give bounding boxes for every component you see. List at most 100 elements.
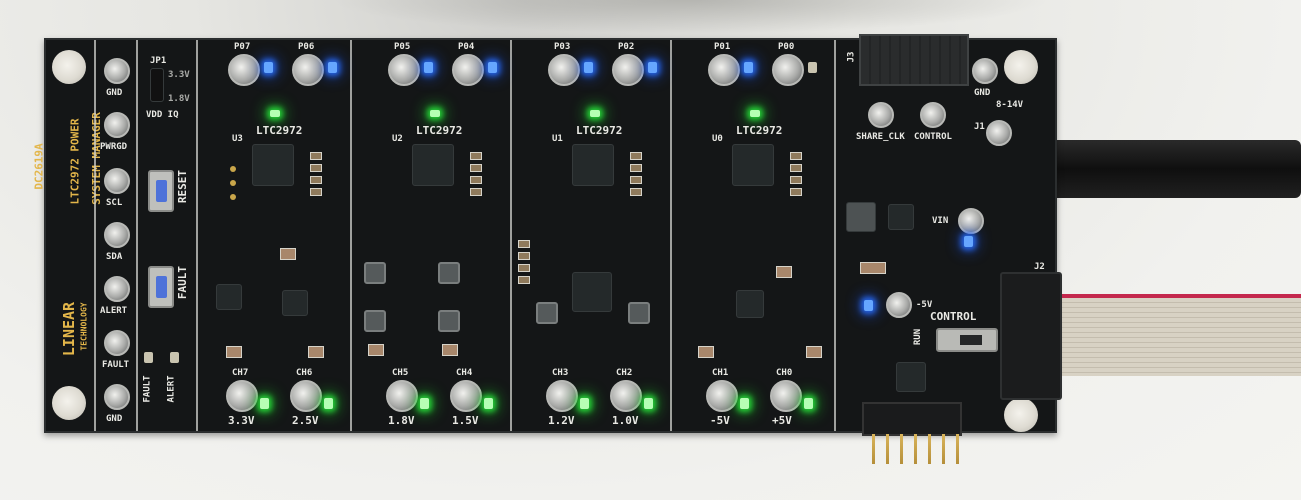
- channel-test-point-ch1: [706, 380, 738, 412]
- channel-voltage: 2.5V: [292, 414, 319, 427]
- capacitor: [308, 346, 324, 358]
- channel-test-point-ch5: [386, 380, 418, 412]
- capacitor: [470, 164, 482, 172]
- capacitor: [630, 188, 642, 196]
- vin-led: [964, 236, 973, 247]
- capacitor: [630, 164, 642, 172]
- inductor: [438, 310, 460, 332]
- channel-test-point-ch3: [546, 380, 578, 412]
- test-point-vin: [958, 208, 984, 234]
- pwm-led-p00: [808, 62, 817, 73]
- capacitor: [368, 344, 384, 356]
- ltc2972-chip-u0: [732, 144, 774, 186]
- capacitor: [790, 164, 802, 172]
- capacitor: [442, 344, 458, 356]
- fault-button[interactable]: [148, 266, 174, 308]
- channel-led-ch2: [644, 398, 653, 409]
- ribbon-idc-connector: [1000, 272, 1062, 400]
- linear-logo: LINEAR: [60, 302, 78, 356]
- regulator-ic: [846, 202, 876, 232]
- header-ref: J3: [846, 51, 857, 63]
- pcb-board: DC2619A LTC2972 POWER SYSTEM MANAGER LIN…: [33, 38, 1057, 433]
- programming-pin-header: [862, 402, 962, 436]
- divider: [196, 40, 198, 431]
- power-led-u2: [430, 110, 440, 117]
- capacitor: [470, 188, 482, 196]
- test-point-alert: [104, 276, 130, 302]
- neg5v-label: -5V: [916, 300, 933, 310]
- chip-part-label: LTC2972: [736, 124, 783, 137]
- pwm-test-point-p01: [708, 54, 740, 86]
- test-point-fault: [104, 330, 130, 356]
- input-range-label: 8-14V: [996, 100, 1024, 110]
- resistor: [518, 276, 530, 284]
- capacitor: [790, 176, 802, 184]
- channel-led-ch5: [420, 398, 429, 409]
- inductor: [364, 262, 386, 284]
- header-pin: [956, 434, 959, 464]
- pwm-test-point-p02: [612, 54, 644, 86]
- capacitor: [470, 176, 482, 184]
- capacitor: [310, 176, 322, 184]
- alert-led: [170, 352, 179, 363]
- pad: [230, 180, 236, 186]
- mounting-hole: [1004, 50, 1038, 84]
- channel-label: CH1: [712, 368, 729, 378]
- divider: [670, 40, 672, 431]
- channel-test-point-ch4: [450, 380, 482, 412]
- pwm-label: P07: [234, 42, 251, 52]
- capacitor: [698, 346, 714, 358]
- pwm-test-point-p07: [228, 54, 260, 86]
- channel-led-ch7: [260, 398, 269, 409]
- jumper-opt-low: 1.8V: [168, 94, 190, 104]
- channel-test-point-ch2: [610, 380, 642, 412]
- pwm-led-p05: [424, 62, 433, 73]
- test-point-pwrgd: [104, 112, 130, 138]
- inductor: [438, 262, 460, 284]
- header-connector-j3: [859, 34, 969, 86]
- pwm-led-p02: [648, 62, 657, 73]
- channel-label: CH4: [456, 368, 473, 378]
- pad: [230, 166, 236, 172]
- ribbon-connector-ref: J2: [1034, 262, 1045, 272]
- test-point-gnd-right: [972, 58, 998, 84]
- ltc2972-chip-u3: [252, 144, 294, 186]
- header-pin: [942, 434, 945, 464]
- channel-label: CH0: [776, 368, 793, 378]
- fault-button-cap: [156, 276, 167, 298]
- dc-power-cable: [1010, 140, 1301, 198]
- board-id-label: DC2619A: [32, 143, 46, 190]
- inductor: [536, 302, 558, 324]
- chip-ref: U0: [712, 134, 723, 144]
- capacitor: [776, 266, 792, 278]
- capacitor: [310, 164, 322, 172]
- divider: [350, 40, 352, 431]
- pwm-led-p01: [744, 62, 753, 73]
- header-pin: [886, 434, 889, 464]
- capacitor: [310, 188, 322, 196]
- capacitor: [310, 152, 322, 160]
- pwm-led-p07: [264, 62, 273, 73]
- header-pin: [928, 434, 931, 464]
- pad: [230, 194, 236, 200]
- pwm-label: P03: [554, 42, 571, 52]
- run-control-switch[interactable]: [936, 328, 998, 352]
- channel-led-ch0: [804, 398, 813, 409]
- test-point-j1: [986, 120, 1012, 146]
- chip-ref: U3: [232, 134, 243, 144]
- control-tp-label: CONTROL: [914, 132, 952, 142]
- reset-button[interactable]: [148, 170, 174, 212]
- divider: [510, 40, 512, 431]
- tp-label: GND: [106, 414, 123, 424]
- control-ic: [896, 362, 926, 392]
- resistor: [518, 240, 530, 248]
- pwm-test-point-p00: [772, 54, 804, 86]
- ltc2972-chip-u1: [572, 144, 614, 186]
- tp-label: PWRGD: [100, 142, 128, 152]
- channel-test-point-ch0: [770, 380, 802, 412]
- channel-led-ch3: [580, 398, 589, 409]
- channel-label: CH3: [552, 368, 569, 378]
- test-point-scl: [104, 168, 130, 194]
- board-title-line1: LTC2972 POWER: [68, 118, 82, 205]
- pwm-label: P00: [778, 42, 795, 52]
